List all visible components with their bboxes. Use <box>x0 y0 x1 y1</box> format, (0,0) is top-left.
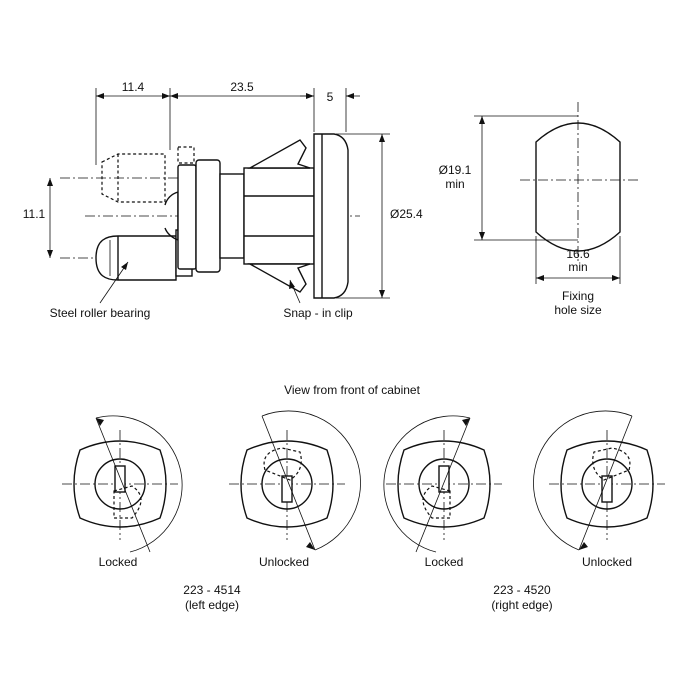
key-slot <box>601 475 613 503</box>
side-dimensions: 11.4 23.5 5 11.1 Ø25.4 <box>23 80 423 299</box>
cam-nut <box>195 159 221 273</box>
lock-body <box>243 167 315 265</box>
side-view <box>60 133 360 299</box>
rotation-arc <box>261 410 361 551</box>
dim-19-1-label: Ø19.1 <box>439 163 472 177</box>
lock-shaft <box>219 173 245 259</box>
dim-25-4-label: Ø25.4 <box>390 207 423 221</box>
front-bezel <box>313 133 349 299</box>
roller-bearing <box>95 235 177 281</box>
cam-plate <box>177 164 197 270</box>
cam-locked <box>422 485 451 519</box>
fixing-hole-outline <box>535 122 621 252</box>
dim-23-5-label: 23.5 <box>230 80 254 94</box>
rotation-arc <box>95 415 183 553</box>
side-callouts: Steel roller bearing Snap - in clip <box>50 261 353 320</box>
locked-2-label: Locked <box>425 555 464 569</box>
snap-clip-bottom <box>247 263 311 293</box>
rotation-arc <box>533 410 633 551</box>
snap-clip-label: Snap - in clip <box>283 306 353 320</box>
part-4520-sub-label: (right edge) <box>491 598 552 612</box>
dim-16-6-min-label: min <box>568 260 587 274</box>
fixing-hole-view: Ø19.1 min 16.6 min Fixing hole size <box>439 102 640 317</box>
locked-1-label: Locked <box>99 555 138 569</box>
front-view-unlocked-right: Unlocked <box>533 410 665 569</box>
dim-11-1-label: 11.1 <box>23 207 46 221</box>
part-4514-label: 223 - 4514 <box>183 583 241 597</box>
view-front-label: View from front of cabinet <box>284 383 421 397</box>
front-view-unlocked-left: Unlocked <box>229 410 361 569</box>
fixing-hole-label-1: Fixing <box>562 289 594 303</box>
front-view-locked-left: Locked <box>62 415 183 569</box>
cam-unlocked <box>592 447 631 481</box>
part-4514-sub-label: (left edge) <box>185 598 239 612</box>
fixing-hole-label-2: hole size <box>554 303 602 317</box>
front-view-locked-right: Locked <box>383 415 502 569</box>
key-slot <box>438 465 450 493</box>
part-4520-label: 223 - 4520 <box>493 583 551 597</box>
snap-clip-top <box>247 139 311 169</box>
dim-19-1-min-label: min <box>445 177 464 191</box>
dim-5-label: 5 <box>327 90 334 104</box>
unlocked-2-label: Unlocked <box>582 555 632 569</box>
cam-unlocked <box>263 447 302 481</box>
key-slot <box>281 475 293 503</box>
cam-locked <box>113 485 142 519</box>
key-slot <box>114 465 126 493</box>
rotation-arc <box>383 415 471 553</box>
steel-roller-label: Steel roller bearing <box>50 306 151 320</box>
dim-16-6-label: 16.6 <box>566 247 590 261</box>
dim-11-4-label: 11.4 <box>122 80 145 94</box>
unlocked-1-label: Unlocked <box>259 555 309 569</box>
